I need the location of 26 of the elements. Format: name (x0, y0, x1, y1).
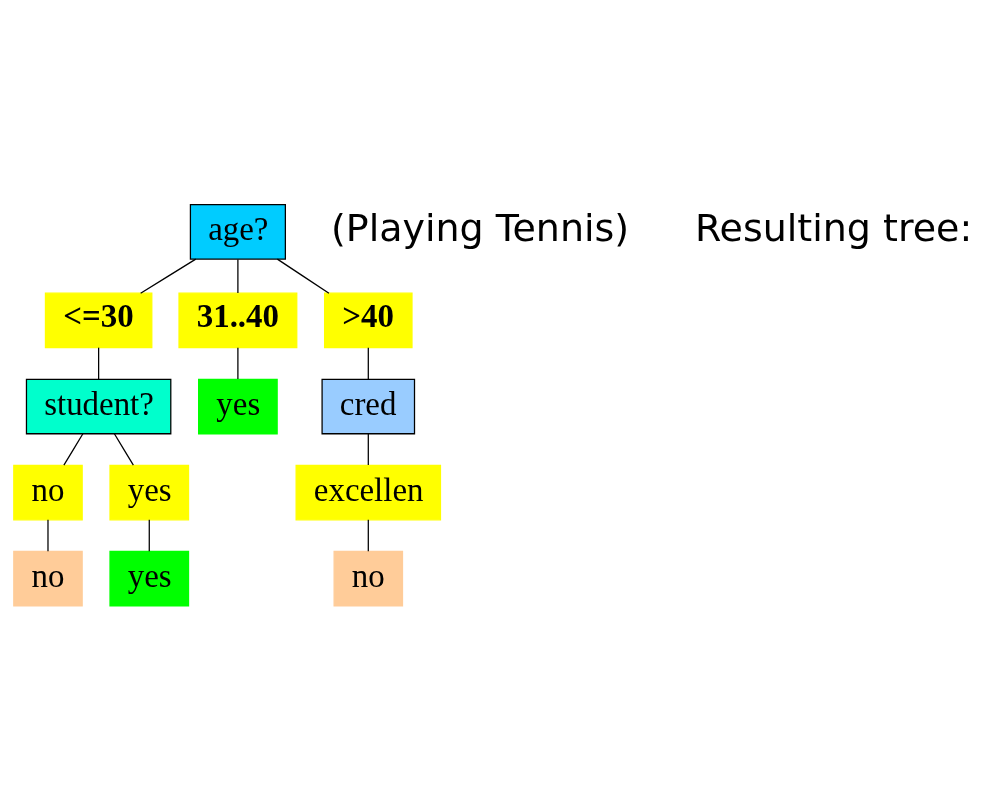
node-box: no (333, 550, 404, 607)
connector (367, 518, 369, 552)
node-box: yes (198, 378, 278, 434)
connector (148, 518, 150, 552)
connector (113, 432, 134, 466)
node-box: yes (109, 464, 190, 520)
node-box: <=30 (44, 292, 153, 348)
connector (237, 346, 239, 380)
node-box: age? (189, 203, 286, 260)
node-box: student? (25, 378, 172, 434)
connector (367, 432, 369, 466)
node-box: cred (321, 378, 416, 434)
node-box: excellen (295, 464, 442, 520)
node-box: no (13, 550, 83, 607)
connector (140, 258, 197, 294)
connector (237, 258, 239, 294)
connector (98, 346, 100, 380)
connector (276, 258, 330, 294)
node-box: no (13, 464, 83, 520)
label: (Playing Tennis) (330, 205, 630, 250)
connector (63, 432, 84, 466)
node-box: yes (109, 550, 190, 607)
label: Resulting tree: (694, 205, 973, 250)
node-box: 31..40 (178, 292, 298, 348)
connector (367, 346, 369, 380)
node-box: >40 (324, 292, 413, 348)
